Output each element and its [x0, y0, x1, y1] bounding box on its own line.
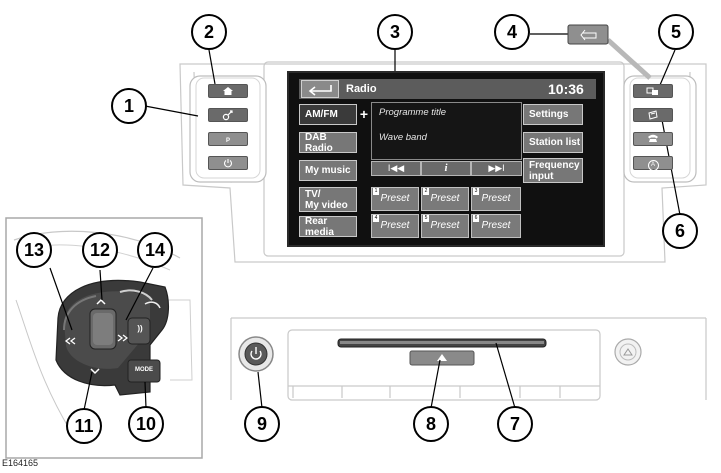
- programme-title: Programme title: [379, 107, 447, 118]
- source-rear-media[interactable]: Rear media: [299, 216, 357, 238]
- button-4-pointer: [606, 38, 652, 80]
- source-dab-radio[interactable]: DAB Radio: [299, 132, 357, 154]
- phone-icon: [648, 134, 658, 142]
- seek-back-button[interactable]: I◀◀: [371, 161, 421, 176]
- preset-5[interactable]: 5 Preset: [421, 214, 469, 238]
- screen-title: Radio: [346, 83, 377, 95]
- callout-9: 9: [244, 406, 280, 442]
- callout-5: 5: [658, 14, 694, 50]
- nav-a-icon: A: [647, 160, 659, 171]
- wheel-voice-button[interactable]: )): [137, 324, 143, 333]
- callout-8: 8: [413, 406, 449, 442]
- callout-1: 1: [111, 88, 147, 124]
- media-button[interactable]: [633, 84, 673, 98]
- lower-console-outline: [230, 317, 707, 401]
- station-list-button[interactable]: Station list: [523, 132, 583, 153]
- source-my-music[interactable]: My music: [299, 160, 357, 181]
- seek-forward-button[interactable]: ▶▶I: [471, 161, 522, 176]
- preset-3[interactable]: 3 Preset: [471, 187, 521, 211]
- right-button-surround: [623, 75, 697, 183]
- info-button[interactable]: i: [421, 161, 471, 176]
- floating-source-button: [567, 24, 609, 45]
- card-icon: [648, 110, 658, 120]
- add-plus-button[interactable]: +: [359, 106, 369, 122]
- power-button-panel[interactable]: [208, 156, 248, 170]
- wheel-mode-button[interactable]: MODE: [135, 367, 153, 373]
- callout-12: 12: [82, 232, 118, 268]
- preset-6[interactable]: 6 Preset: [471, 214, 521, 238]
- wave-band: Wave band: [379, 132, 427, 143]
- callout-10: 10: [128, 406, 164, 442]
- card-button[interactable]: [633, 108, 673, 122]
- preset-2[interactable]: 2 Preset: [421, 187, 469, 211]
- phone-button[interactable]: [633, 132, 673, 146]
- callout-11: 11: [66, 408, 102, 444]
- left-button-surround: [189, 75, 267, 183]
- nav-a-button[interactable]: A: [633, 156, 673, 171]
- parking-icon: P: [225, 138, 230, 144]
- navigation-button[interactable]: [208, 108, 248, 122]
- callout-13: 13: [16, 232, 52, 268]
- station-info-box: [371, 102, 522, 160]
- navigation-icon: [222, 110, 233, 121]
- media-icon: [646, 87, 658, 95]
- right-round-button: [614, 338, 642, 366]
- home-button[interactable]: [208, 84, 248, 98]
- frequency-input-button[interactable]: Frequency input: [523, 158, 583, 183]
- callout-14: 14: [137, 232, 173, 268]
- callout-2: 2: [191, 14, 227, 50]
- screen-top-bar: [299, 79, 596, 99]
- clock: 10:36: [548, 81, 584, 97]
- source-am-fm[interactable]: AM/FM: [299, 104, 357, 125]
- preset-4[interactable]: 4 Preset: [371, 214, 419, 238]
- back-button[interactable]: [301, 80, 339, 98]
- back-arrow-icon: [308, 85, 332, 96]
- wheel-mode-button-shape: [127, 359, 161, 383]
- callout-7: 7: [497, 406, 533, 442]
- home-icon: [223, 87, 233, 95]
- parking-button[interactable]: P: [208, 132, 248, 146]
- preset-1[interactable]: 1 Preset: [371, 187, 419, 211]
- callout-6: 6: [662, 213, 698, 249]
- settings-button[interactable]: Settings: [523, 104, 583, 125]
- power-icon: [223, 159, 233, 168]
- figure-id: E164165: [2, 458, 39, 468]
- source-tv-my-video[interactable]: TV/ My video: [299, 187, 357, 212]
- callout-3: 3: [377, 14, 413, 50]
- info-icon: i: [444, 162, 448, 174]
- callout-4: 4: [494, 14, 530, 50]
